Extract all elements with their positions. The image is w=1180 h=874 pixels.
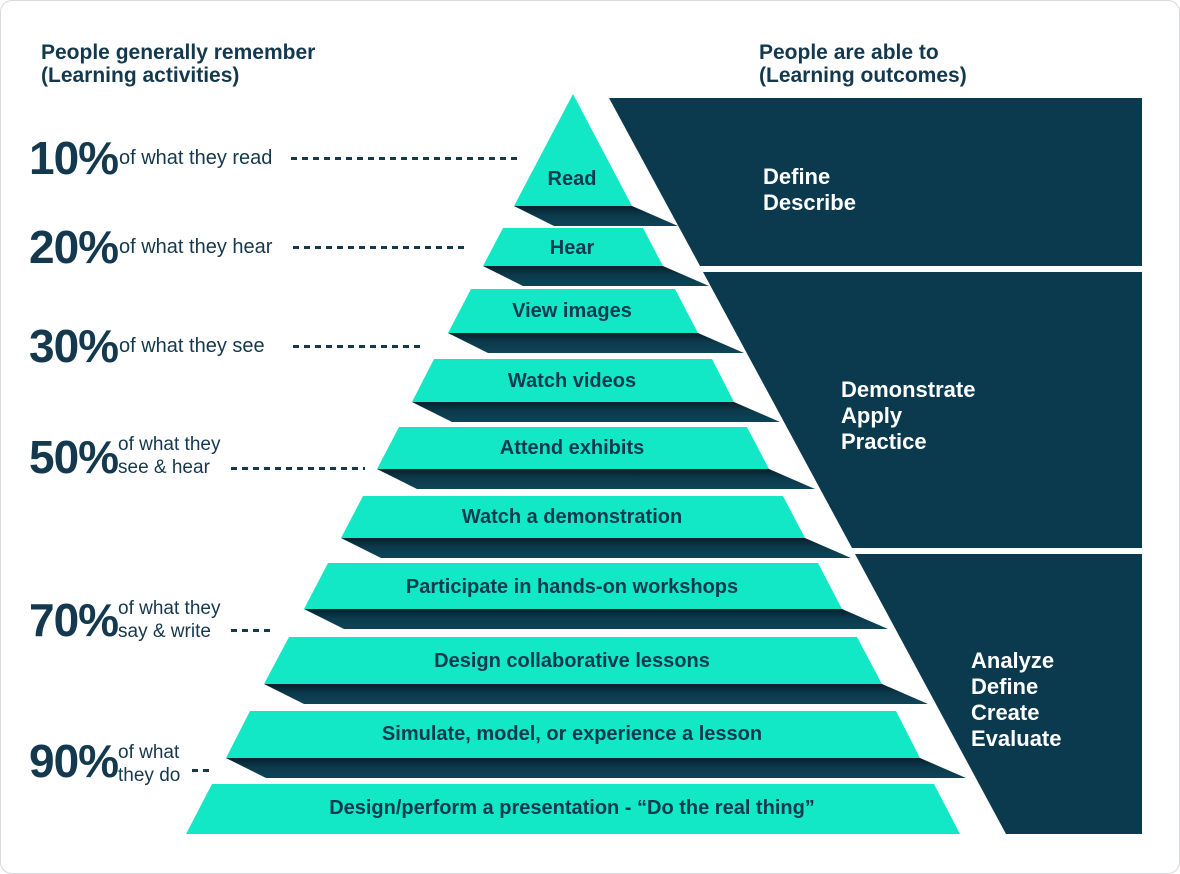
outcome-3-line4: Evaluate [971, 726, 1062, 751]
leader-dashes-50 [231, 467, 365, 470]
percent-30: 30% [29, 320, 119, 372]
layer-shadow-attend-exhibits [377, 469, 815, 489]
outcome-group-2: Demonstrate Apply Practice [841, 377, 975, 455]
percent-10-label: of what they read [119, 147, 273, 169]
percent-10: 10% [29, 132, 119, 184]
outcome-3-line3: Create [971, 700, 1040, 725]
left-title-line2: (Learning activities) [41, 64, 240, 87]
layer-shape-read [514, 94, 632, 206]
outcome-3-line2: Define [971, 674, 1039, 699]
outcome-block-1-bg [609, 98, 1142, 266]
layer-shadow-view-images [448, 333, 744, 353]
leader-dashes-10 [291, 157, 521, 160]
layer-label-watch-demonstration: Watch a demonstration [461, 506, 683, 528]
leader-dashes-30 [293, 345, 425, 348]
percent-50-label: of what they see & hear [118, 433, 220, 479]
layer-shape-hear [483, 228, 663, 266]
outcome-2-line1: Demonstrate [841, 377, 976, 402]
layer-shadow-read [514, 206, 678, 226]
percent-90-label-line1: of what [118, 742, 180, 763]
layer-shape-design-perform [186, 784, 960, 834]
layer-label-read: Read [547, 168, 597, 190]
layer-label-hear: Hear [549, 237, 595, 259]
layer-shape-watch-demonstration [341, 496, 805, 538]
layer-shape-participate [304, 563, 842, 609]
layer-shape-watch-videos [412, 359, 734, 402]
percent-90-label-line2: they do [118, 765, 181, 786]
outcome-block-2-bg [703, 272, 1142, 548]
percent-70: 70% [29, 594, 119, 646]
layer-shadow-design-collaborative [264, 684, 928, 704]
right-panel-title: People are able to (Learning outcomes) [759, 41, 967, 87]
left-title-line1: People generally remember [41, 41, 316, 64]
layer-shadow-simulate [226, 758, 966, 778]
leader-dashes-20 [293, 246, 469, 249]
layer-shadow-watch-videos [412, 402, 780, 422]
percent-20: 20% [29, 221, 119, 273]
outcome-1-line1: Define [763, 164, 831, 189]
outcome-block-3-bg [855, 554, 1142, 834]
layer-shadow-participate [304, 609, 888, 629]
percent-90: 90% [29, 735, 119, 787]
layer-label-participate: Participate in hands-on workshops [405, 576, 739, 598]
right-title-line1: People are able to [759, 41, 939, 64]
outcome-group-1: Define Describe [763, 164, 856, 216]
layer-label-view-images: View images [512, 300, 632, 322]
outcome-3-line1: Analyze [971, 648, 1055, 673]
percent-20-label: of what they hear [119, 236, 273, 258]
layer-shadow-watch-demonstration [341, 538, 851, 558]
percent-70-label-line2: say & write [118, 621, 211, 642]
layer-shape-attend-exhibits [377, 427, 769, 469]
outcome-2-line2: Apply [841, 403, 903, 428]
layer-label-watch-videos: Watch videos [507, 370, 637, 392]
layer-label-attend-exhibits: Attend exhibits [499, 437, 645, 459]
left-panel-title: People generally remember (Learning acti… [41, 41, 315, 87]
percent-70-label: of what they say & write [118, 597, 220, 643]
outcome-2-line3: Practice [841, 429, 927, 454]
layer-shape-design-collaborative [264, 637, 882, 684]
outcome-group-3: Analyze Define Create Evaluate [971, 648, 1062, 752]
leader-dashes-70 [231, 629, 274, 632]
percent-70-label-line1: of what they [118, 598, 221, 619]
percent-90-label: of what they do [118, 741, 180, 787]
outcome-1-line2: Describe [763, 190, 856, 215]
layer-shape-simulate [226, 711, 920, 758]
percent-50: 50% [29, 431, 119, 483]
right-title-line2: (Learning outcomes) [759, 64, 967, 87]
layer-shadow-hear [483, 266, 709, 286]
percent-50-label-line1: of what they [118, 434, 221, 455]
percent-50-label-line2: see & hear [118, 457, 210, 478]
layer-label-simulate: Simulate, model, or experience a lesson [381, 723, 763, 745]
layer-label-design-collaborative: Design collaborative lessons [434, 650, 710, 672]
leader-dashes-90 [192, 769, 209, 772]
percent-30-label: of what they see [119, 335, 265, 357]
layer-label-design-perform: Design/perform a presentation - “Do the … [329, 797, 815, 819]
layer-shape-view-images [448, 289, 698, 333]
